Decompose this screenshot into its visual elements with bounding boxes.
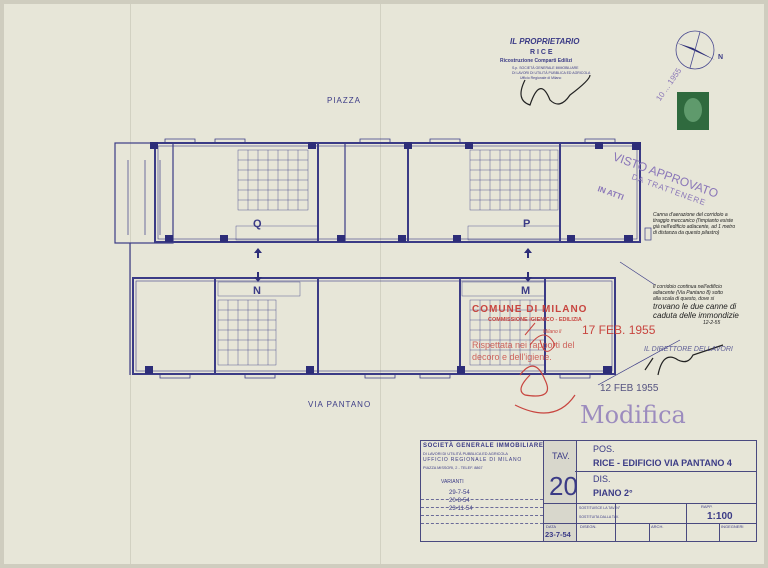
dis-label: DIS. [593, 474, 611, 484]
pos-value: RICE - EDIFICIO VIA PANTANO 4 [593, 458, 732, 468]
owner-line: S.p. SOCIETÀ GENERALE IMMOBILIARE [512, 66, 579, 70]
owner-line: DI LAVORI DI UTILITÀ PUBBLICA ED AGRICOL… [512, 71, 591, 75]
comune-emblem [524, 322, 556, 352]
dis-value: PIANO 2° [593, 488, 633, 498]
note-line: di distanza da questo pilastro) [653, 230, 720, 236]
street-label-bottom: VIA PANTANO [308, 400, 372, 409]
lower-block [132, 277, 616, 375]
upper-block [154, 142, 641, 243]
commissione-stamp: COMMISSIONE IGIENICO - EDILIZIA [488, 317, 582, 323]
unit-label-m: M [521, 285, 531, 297]
tav-number: 20 [549, 471, 578, 501]
note-line: caduta delle immondizie [653, 311, 739, 320]
note-line: adiacente (Via Pantano 8) sotto [653, 290, 723, 296]
note-line: Il corridoio continua nell'edificio [653, 284, 723, 290]
varianti-list: 29-7-54 20-8-54 23-11-54 [449, 489, 473, 513]
disegn-label: DISEGN. [580, 524, 597, 529]
windows [159, 138, 616, 379]
note-line: alla scala di questo, dove si [653, 296, 715, 302]
company-sub: UFFICIO REGIONALE DI MILANO [423, 457, 523, 463]
modifica-stamp: Modifica [580, 401, 686, 429]
rapp-label: RAPP. [701, 504, 713, 509]
tav-box [543, 441, 577, 541]
owner-line: Ufficio Regionale di Milano [520, 76, 562, 80]
comune-date: 17 FEB. 1955 [582, 323, 656, 337]
data-value: 23-7-54 [545, 530, 571, 539]
note-corridor: Il corridoio continua nell'edificio adia… [653, 284, 739, 326]
comune-stamp: COMUNE DI MILANO [472, 304, 588, 315]
drawing-sheet [4, 4, 764, 564]
director-signature [644, 344, 724, 376]
note-line: Canna d'aerazione del corridoio a [653, 212, 728, 218]
unit-label-n: N [253, 285, 261, 297]
entrance-arrows [254, 248, 532, 282]
owner-line: Ricostruzione Comparti Edilizi [500, 58, 573, 64]
note-ventilation: Canna d'aerazione del corridoio a tiragg… [653, 212, 735, 236]
unit-label-q: Q [253, 218, 262, 230]
data-label: DATA [546, 524, 557, 529]
owner-signature [520, 74, 591, 106]
compass-icon [675, 30, 715, 70]
sostituita-label: SOSTITUITA DALLA TAV. [579, 515, 619, 519]
company-name: SOCIETÀ GENERALE IMMOBILIARE [423, 443, 544, 449]
street-label-top: PIAZZA [327, 96, 362, 105]
note-line: già nell'edificio adiacente, ad 1 metro [653, 224, 736, 230]
scale-value: 1:100 [707, 511, 733, 522]
note-line: trovano le due canne di [653, 302, 737, 311]
red-signature [514, 365, 576, 414]
approval-line: decoro e dell'igiene. [472, 352, 552, 362]
title-block: SOCIETÀ GENERALE IMMOBILIARE DI LAVORI D… [420, 440, 757, 542]
note-line: tiraggio meccanico (l'impianto esiste [653, 218, 734, 224]
milano-li: Milano li [543, 329, 562, 335]
revenue-stamp [677, 92, 709, 130]
fold-line [380, 4, 381, 564]
owner-heading: IL PROPRIETARIO [510, 37, 580, 46]
ingegneri-label: INGEGNERI [721, 524, 744, 529]
note-line: 12-2-55 [703, 320, 721, 326]
direttore-stamp: IL DIRETTORE DEI LAVORI [644, 346, 733, 353]
compass-north-label: N [718, 54, 724, 61]
staircase [114, 142, 174, 244]
unit-label-p: P [523, 218, 531, 230]
variante-date: 23-11-54 [449, 506, 473, 512]
owner-name: R I C E [530, 49, 553, 56]
date-stamp: 12 FEB 1955 [600, 383, 659, 394]
approval-line: Rispettata nei rapporti del [472, 340, 575, 350]
variante-date: 20-8-54 [449, 498, 470, 504]
pos-label: POS. [593, 444, 615, 454]
variante-date: 29-7-54 [449, 490, 470, 496]
company-sub: DI LAVORI DI UTILITÀ PUBBLICA ED AGRICOL… [423, 452, 508, 456]
sostituisce-label: SOSTITUISCE LA TAV. N° [579, 506, 621, 510]
tile-grid [217, 149, 561, 366]
tav-label: TAV. [552, 451, 570, 461]
stair-treads [127, 160, 161, 235]
varianti-label: VARIANTI [441, 479, 464, 485]
pillars [145, 142, 641, 374]
company-sub: PIAZZA MISSORI, 2 - TELEF. 8867 [423, 466, 483, 470]
arch-label: ARCH. [651, 524, 664, 529]
